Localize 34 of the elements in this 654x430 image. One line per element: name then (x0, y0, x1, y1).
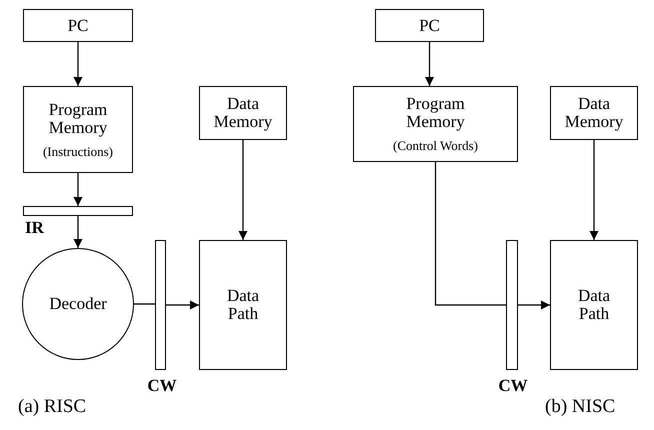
node-subtitle: (Instructions) (42, 144, 114, 158)
connector-line (434, 162, 506, 306)
arrow (74, 216, 82, 248)
node-label: Program Memory (405, 95, 466, 132)
block-box (199, 86, 287, 140)
node-label: PC (419, 16, 440, 34)
arrow (238, 140, 248, 240)
register-label: CW (497, 377, 529, 395)
block-box (23, 9, 133, 42)
node-label: Program Memory (48, 100, 108, 137)
node-label: Data Path (576, 287, 612, 323)
arrow (425, 42, 434, 86)
node-label: Decoder (49, 295, 107, 313)
memory-box (23, 86, 133, 173)
node-label: Data Memory (564, 95, 624, 131)
figure-caption: (a) RISC (18, 396, 86, 418)
memory-box (353, 86, 518, 162)
arrow (590, 140, 598, 240)
arrow (74, 42, 82, 86)
block-box (375, 9, 484, 42)
node-subtitle: (Control Words) (392, 139, 478, 153)
block-box (550, 240, 638, 370)
connector-line (134, 303, 155, 305)
register-label: IR (25, 219, 44, 237)
node-label: Data Memory (212, 95, 274, 131)
block-box (550, 86, 638, 140)
register-label: CW (146, 377, 178, 395)
node-label: Data Path (226, 287, 260, 323)
node-label: PC (68, 16, 88, 34)
figure-caption: (b) NISC (545, 396, 616, 418)
arrow (74, 173, 82, 206)
arrow (518, 300, 550, 310)
block-box (199, 240, 287, 370)
arrow (166, 300, 199, 310)
